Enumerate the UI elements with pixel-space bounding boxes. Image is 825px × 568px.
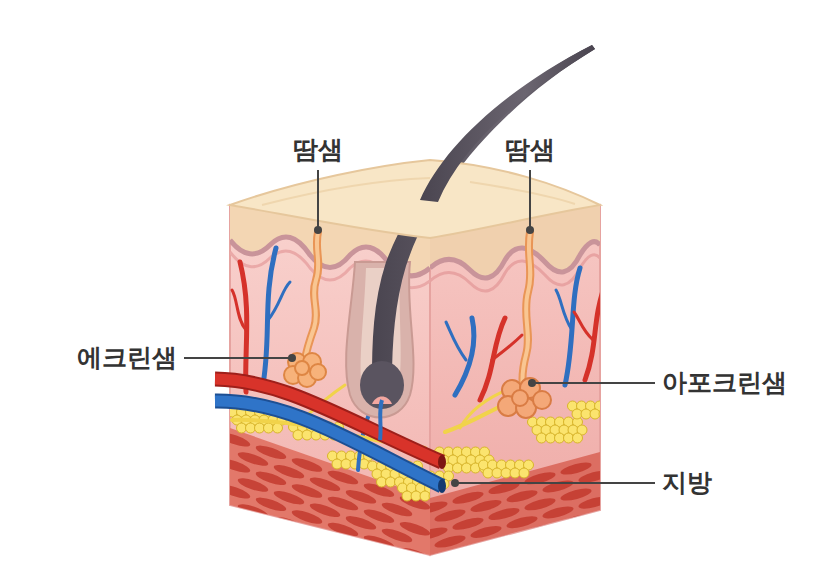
- capillary: [492, 335, 522, 360]
- muscle-fiber: [541, 504, 574, 521]
- leader-line: [451, 479, 459, 487]
- part-label: 땀샘: [293, 135, 343, 165]
- apocrine-gland: [533, 391, 551, 409]
- muscle-fiber: [380, 552, 413, 568]
- muscle-fiber: [290, 507, 323, 526]
- blood-vessel: [215, 401, 442, 486]
- fat-lobule: [599, 409, 609, 419]
- muscle-fiber: [559, 512, 592, 529]
- eccrine-gland: [305, 232, 318, 360]
- muscle-fiber: [415, 460, 610, 568]
- muscle-fiber: [577, 520, 610, 537]
- muscle-fiber: [487, 532, 520, 549]
- fat-lobule: [273, 423, 283, 433]
- muscle-fiber: [308, 527, 341, 546]
- leader-line: [532, 382, 655, 384]
- muscle-fiber: [236, 502, 269, 521]
- eccrine-gland: [284, 353, 326, 387]
- part-label: 아포크린샘: [662, 368, 787, 398]
- leader-line: [314, 226, 322, 234]
- muscle-fiber: [433, 533, 466, 550]
- fat-lobule: [429, 491, 439, 501]
- capillary: [232, 290, 246, 330]
- capillary: [574, 312, 593, 340]
- muscle-fiber: [577, 494, 610, 511]
- muscle-fiber: [469, 549, 502, 566]
- muscle-fiber: [398, 545, 431, 564]
- leader-line: [528, 379, 536, 387]
- muscle-fiber: [326, 520, 359, 539]
- muscle-fiber: [415, 551, 448, 568]
- blood-vessel: [215, 379, 446, 493]
- muscle-fiber: [505, 540, 538, 557]
- muscle-fiber: [523, 522, 556, 539]
- muscle-fiber: [433, 559, 466, 568]
- part-label: 지방: [662, 468, 712, 498]
- muscle-fiber: [272, 514, 305, 533]
- part-label: 에크린샘: [77, 343, 177, 373]
- capillary: [556, 290, 572, 330]
- blood-vessel: [438, 479, 446, 493]
- muscle-fiber: [218, 456, 251, 475]
- eccrine-gland: [284, 232, 326, 387]
- skin-surface: [230, 160, 600, 238]
- apocrine-gland: [498, 232, 551, 418]
- hair: [420, 45, 595, 202]
- apocrine-gland: [522, 232, 530, 388]
- skin-surface: [262, 178, 575, 205]
- leader-line: [288, 354, 296, 362]
- leader-line: [455, 482, 655, 484]
- blood-vessel: [438, 455, 446, 469]
- skin-surface: [230, 160, 600, 238]
- apocrine-gland: [522, 232, 530, 388]
- fat-lobule: [573, 433, 583, 443]
- fat-lobule: [519, 468, 529, 478]
- muscle-fiber: [541, 530, 574, 547]
- muscle-fiber: [218, 482, 251, 501]
- muscle-fiber: [505, 514, 538, 531]
- eccrine-gland: [295, 361, 309, 375]
- leader-line: [184, 357, 292, 359]
- blood-vessel: [215, 401, 442, 486]
- eccrine-gland: [310, 364, 326, 380]
- leader-line: [529, 170, 531, 230]
- muscle: [430, 452, 600, 560]
- part-label: 땀샘: [505, 135, 555, 165]
- hair: [380, 400, 382, 440]
- apocrine-gland: [512, 390, 528, 406]
- capillary: [565, 268, 580, 385]
- muscle-fiber: [362, 533, 395, 552]
- leader-line: [317, 170, 319, 230]
- muscle-fiber: [451, 541, 484, 558]
- leader-line: [526, 226, 534, 234]
- muscle-fiber: [469, 523, 502, 540]
- muscle-fiber: [344, 539, 377, 558]
- capillary: [268, 282, 290, 320]
- eccrine-gland: [305, 232, 318, 360]
- leader-line: [184, 170, 655, 487]
- muscle-fiber: [218, 430, 251, 449]
- hair: [360, 45, 595, 440]
- capillary: [446, 322, 466, 360]
